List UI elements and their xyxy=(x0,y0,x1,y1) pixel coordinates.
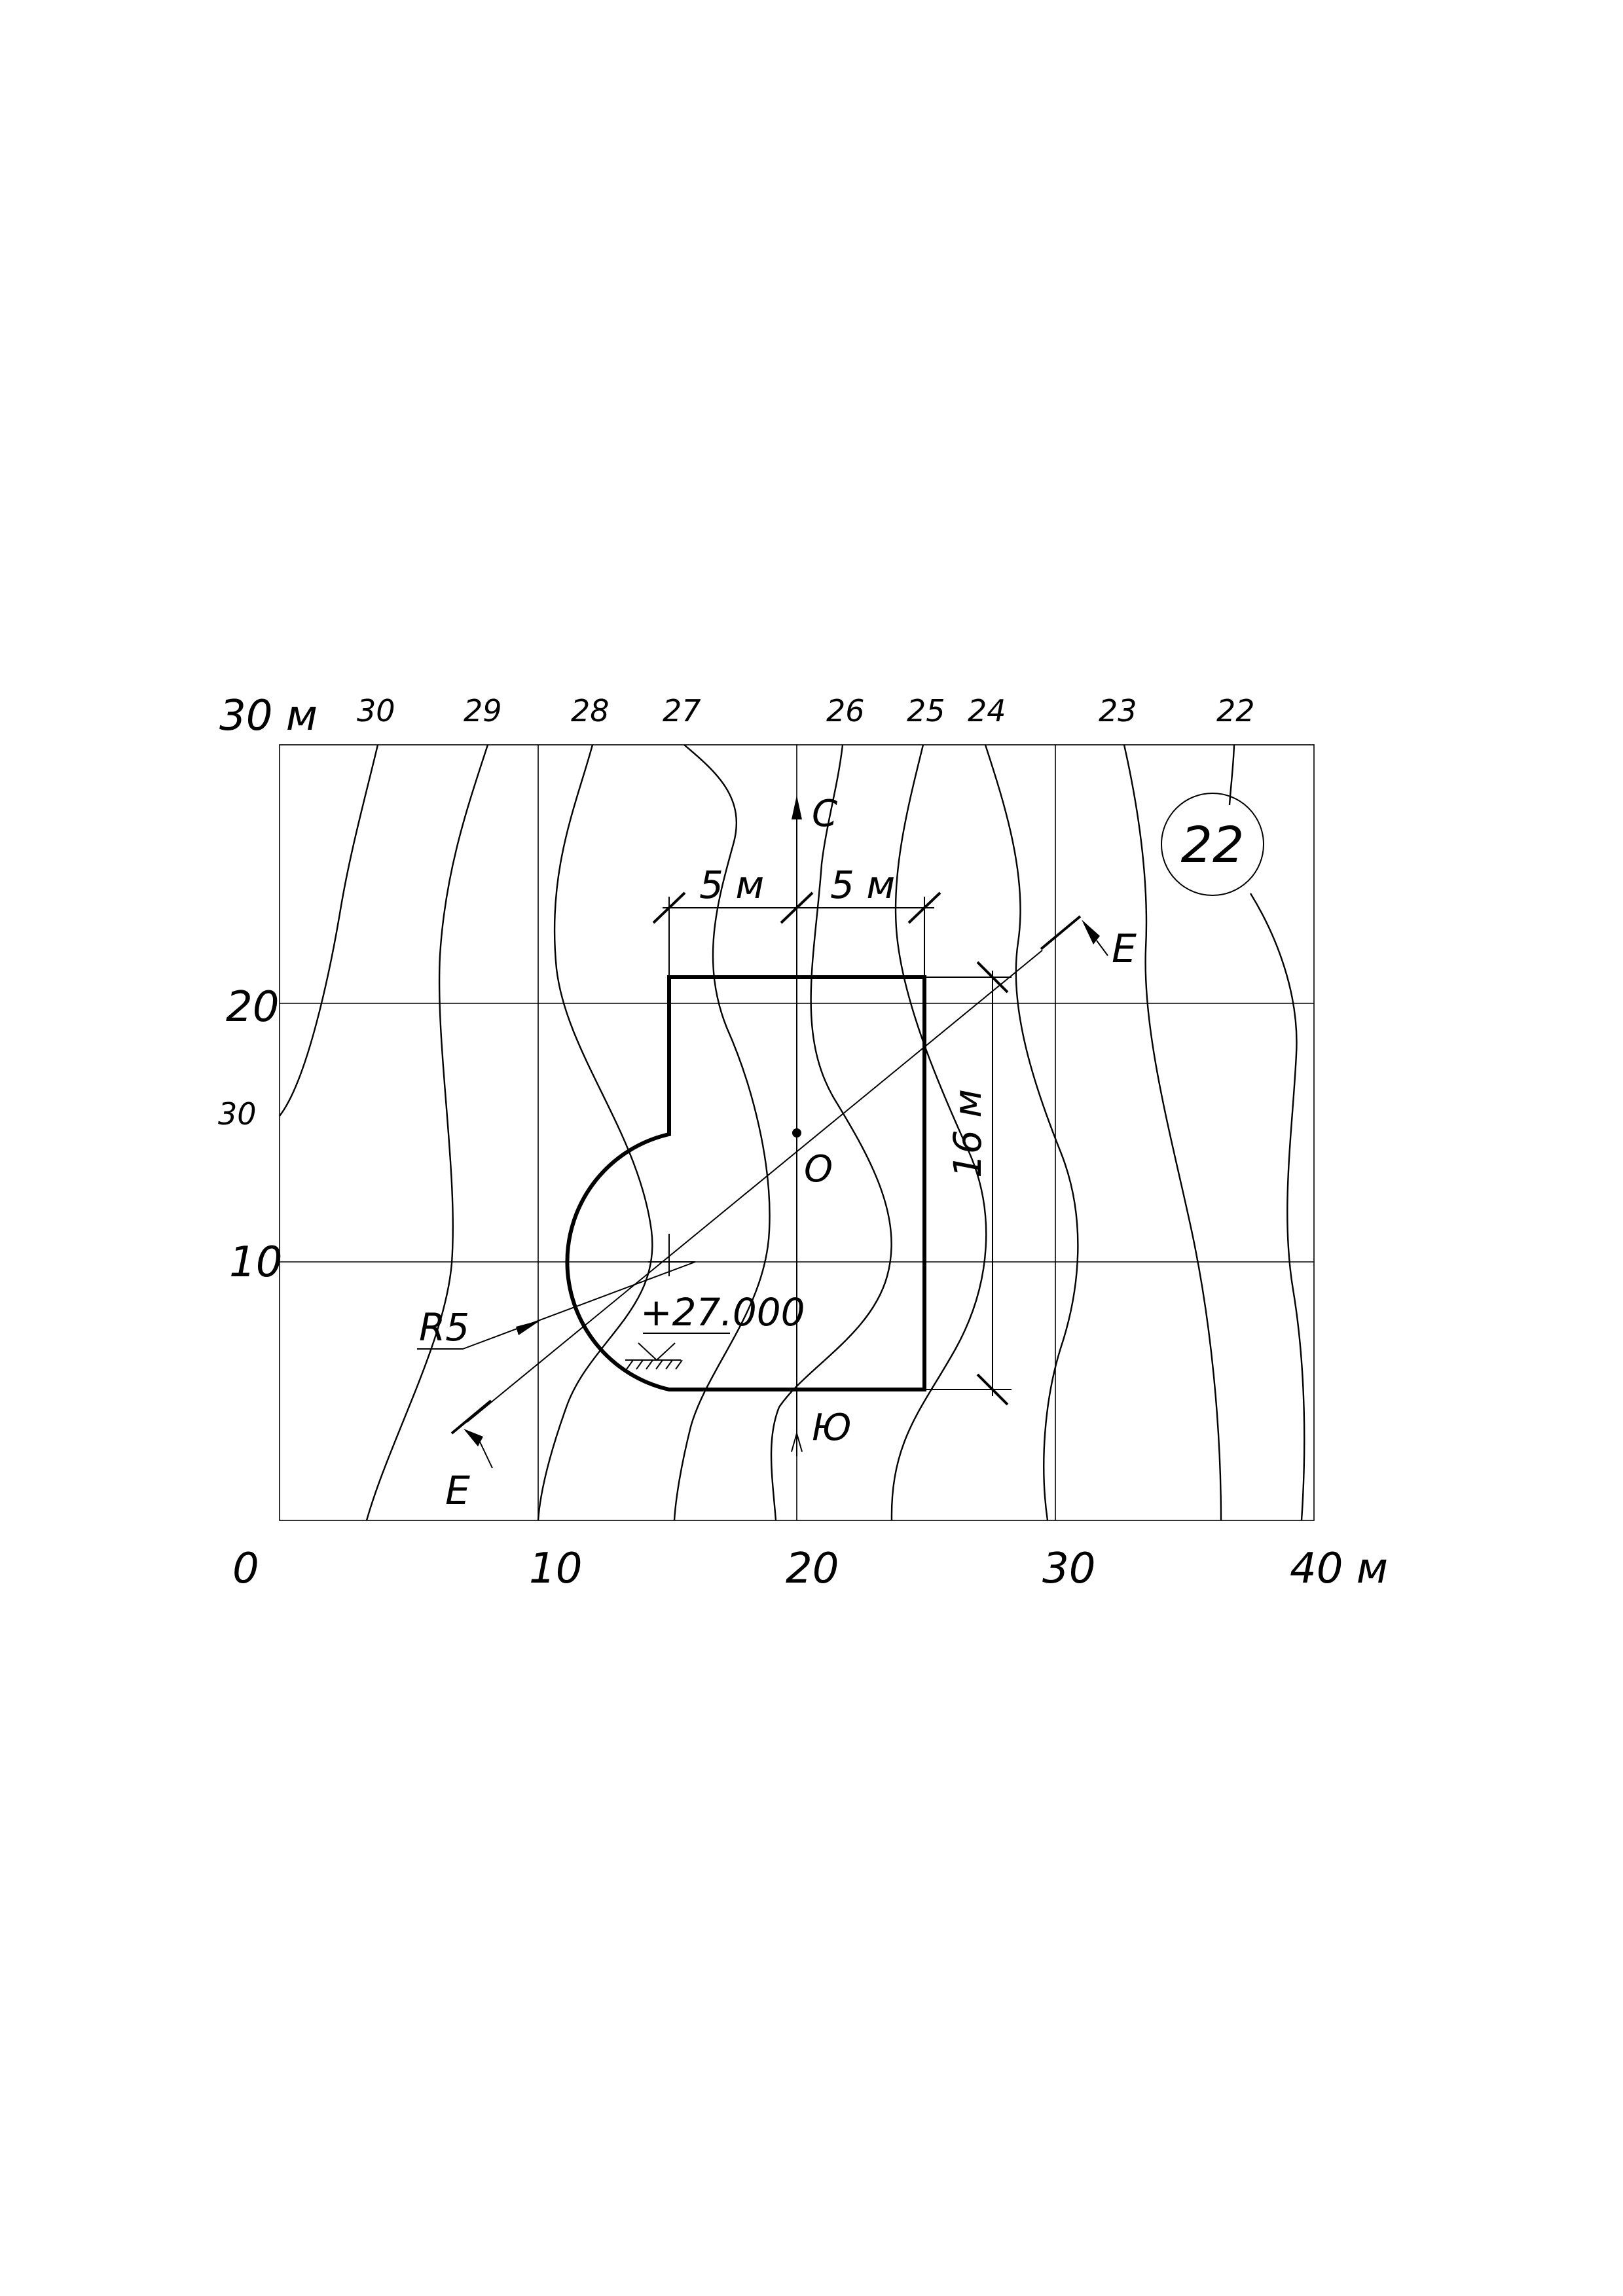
contour-line-24 xyxy=(984,744,1079,1521)
contour-line-22 xyxy=(1228,744,1305,1521)
dimension-radius: R5 xyxy=(419,1305,469,1350)
contour-line-26 xyxy=(770,744,892,1521)
contour-label-24: 24 xyxy=(968,693,1006,728)
radius-leader xyxy=(417,1261,696,1350)
dimension-height: 16 м xyxy=(945,1089,990,1178)
contour-line-29 xyxy=(365,744,489,1521)
x-tick-20: 20 xyxy=(786,1545,839,1593)
north-south-axis xyxy=(791,795,803,1456)
arc-center-mark xyxy=(648,1234,695,1276)
contour-label-26: 26 xyxy=(826,693,865,728)
contour-label-27: 27 xyxy=(663,693,701,728)
elevation-value: +27.000 xyxy=(640,1290,805,1335)
contour-line-27 xyxy=(673,744,771,1521)
x-tick-40: 40 м xyxy=(1290,1545,1388,1593)
variant-number: 22 xyxy=(1181,816,1245,874)
contour-label-23: 23 xyxy=(1099,693,1137,728)
contour-label-22: 22 xyxy=(1216,693,1255,728)
x-tick-30: 30 xyxy=(1042,1545,1095,1593)
section-line-e-e xyxy=(450,915,1108,1469)
contour-line-25 xyxy=(890,744,987,1521)
north-label: С xyxy=(812,793,837,835)
y-tick-20: 20 xyxy=(226,983,279,1031)
contour-label-29: 29 xyxy=(464,693,502,728)
section-label-lower: Е xyxy=(445,1468,470,1514)
variant-number-circle xyxy=(1161,793,1264,896)
south-label: Ю xyxy=(812,1407,851,1449)
elevation-mark xyxy=(625,1333,730,1370)
contour-label-left-30: 30 xyxy=(218,1096,257,1132)
center-label: О xyxy=(804,1148,833,1191)
contour-lines xyxy=(279,744,1305,1521)
height-dimension xyxy=(924,961,1012,1406)
y-tick-10: 10 xyxy=(229,1238,282,1287)
contour-line-30 xyxy=(279,744,379,1117)
y-tick-30: 30 м xyxy=(219,692,318,740)
width-dimension xyxy=(652,891,941,977)
section-label-upper: Е xyxy=(1112,926,1137,972)
dimension-right-width: 5 м xyxy=(830,863,895,907)
contour-label-28: 28 xyxy=(571,693,610,728)
dimension-left-width: 5 м xyxy=(699,863,764,907)
x-tick-0: 0 xyxy=(232,1545,259,1593)
contour-line-23 xyxy=(1123,744,1222,1521)
contour-label-30: 30 xyxy=(357,693,395,728)
contour-label-25: 25 xyxy=(907,693,945,728)
center-point xyxy=(792,1128,801,1138)
building-outline xyxy=(565,975,926,1391)
x-tick-10: 10 xyxy=(529,1545,582,1593)
contour-line-28 xyxy=(537,744,653,1521)
